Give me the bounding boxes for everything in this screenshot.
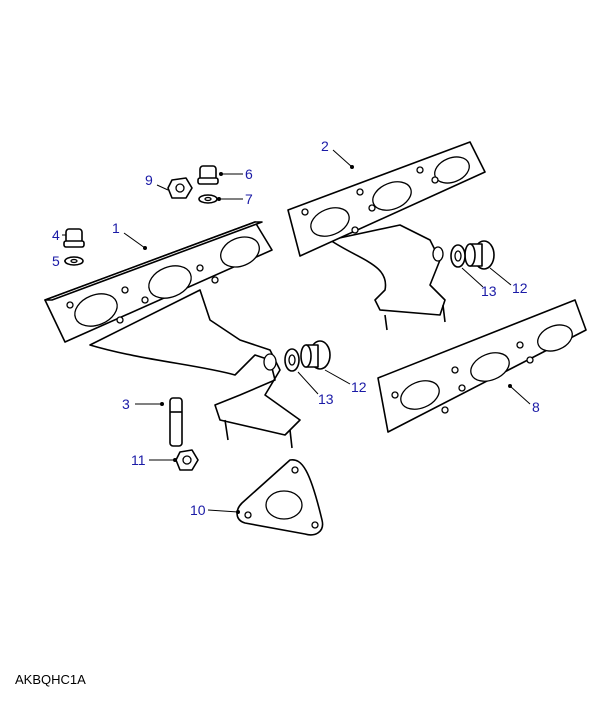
washer-7[interactable] [198, 194, 218, 204]
exhaust-manifold-front[interactable] [44, 221, 301, 449]
plug-4[interactable] [63, 228, 85, 248]
callout-4: 4 [52, 227, 60, 243]
nut-11[interactable] [175, 449, 199, 471]
sensor-plug-12b[interactable] [300, 340, 331, 370]
callout-12-front: 12 [351, 379, 367, 395]
plug-6[interactable] [197, 165, 219, 185]
callout-12-rear: 12 [512, 280, 528, 296]
washer-13b[interactable] [284, 348, 300, 372]
leader-lines [62, 149, 531, 514]
callout-8: 8 [532, 399, 540, 415]
callout-7: 7 [245, 191, 253, 207]
washer-5[interactable] [64, 256, 84, 266]
callout-1: 1 [112, 220, 120, 236]
washer-13a[interactable] [450, 244, 466, 268]
diagram-caption: AKBQHC1A [15, 672, 86, 687]
callout-6: 6 [245, 166, 253, 182]
callout-3: 3 [122, 396, 130, 412]
callout-13-rear: 13 [481, 283, 497, 299]
callout-10: 10 [190, 502, 206, 518]
manifold-gasket[interactable] [377, 299, 587, 433]
downpipe-gasket[interactable] [236, 459, 324, 536]
callout-5: 5 [52, 253, 60, 269]
nut-9[interactable] [167, 177, 193, 199]
callout-9: 9 [145, 172, 153, 188]
callout-13-front: 13 [318, 391, 334, 407]
callout-2: 2 [321, 138, 329, 154]
exhaust-manifold-rear[interactable] [287, 141, 486, 331]
stud[interactable] [169, 397, 183, 447]
sensor-plug-12a[interactable] [464, 240, 495, 270]
callout-11: 11 [131, 452, 146, 468]
